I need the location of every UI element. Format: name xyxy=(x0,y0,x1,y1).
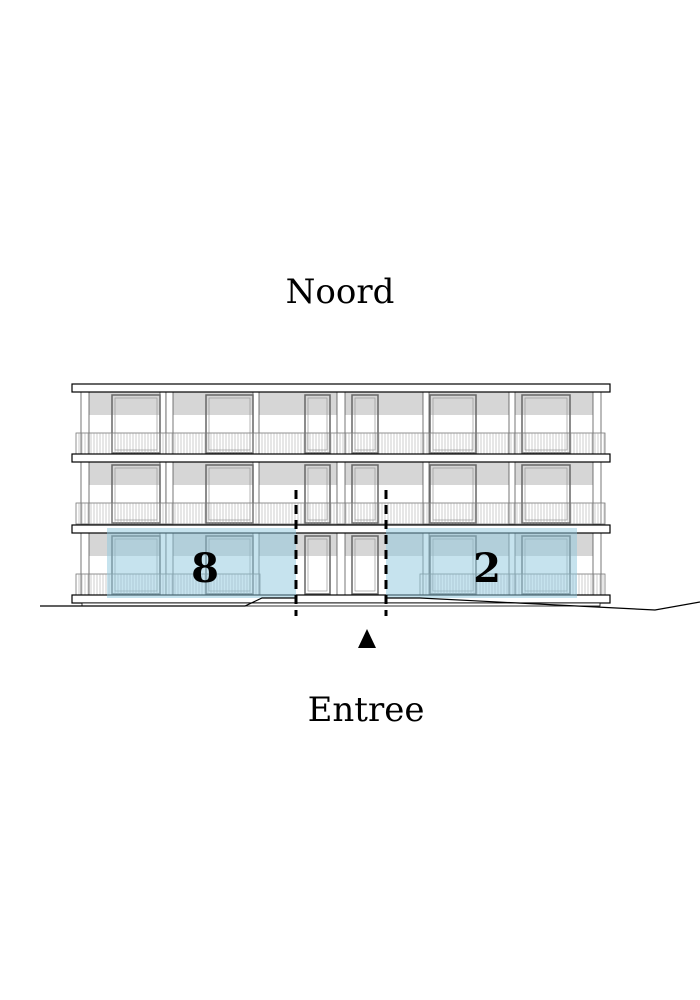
window xyxy=(304,464,331,524)
ground-line-left xyxy=(40,597,296,607)
unit-label-right: 2 xyxy=(473,545,501,592)
unit-label-left: 8 xyxy=(191,545,219,592)
window xyxy=(304,535,331,595)
unit-8-highlight xyxy=(107,528,296,598)
window-pane xyxy=(208,397,251,451)
floor-slab xyxy=(71,453,611,463)
ground-line-right xyxy=(386,597,700,611)
window xyxy=(304,394,331,454)
window-pane xyxy=(354,538,376,592)
window-pane xyxy=(432,467,474,521)
balcony-railing xyxy=(75,502,606,525)
floor-slab xyxy=(71,383,611,393)
column xyxy=(336,461,346,525)
window-pane xyxy=(307,397,328,451)
railing-balusters xyxy=(78,503,605,524)
orientation-label: Noord xyxy=(285,272,395,312)
window-pane xyxy=(524,397,568,451)
railing-balusters xyxy=(78,433,605,454)
column xyxy=(592,461,602,525)
window xyxy=(429,394,477,454)
column xyxy=(592,391,602,455)
window-pane xyxy=(354,397,376,451)
unit-2-highlight xyxy=(386,528,577,598)
entrance-arrow-icon xyxy=(358,629,376,648)
window xyxy=(205,394,254,454)
column xyxy=(336,391,346,455)
window xyxy=(351,464,379,524)
column xyxy=(336,532,346,596)
window xyxy=(205,464,254,524)
window-pane xyxy=(208,467,251,521)
window xyxy=(521,394,571,454)
window-pane xyxy=(524,467,568,521)
window-pane xyxy=(432,397,474,451)
ground-line xyxy=(40,597,700,611)
window xyxy=(521,464,571,524)
entrance-label: Entree xyxy=(307,690,425,730)
foundation xyxy=(81,602,601,607)
window xyxy=(429,464,477,524)
floor-slab xyxy=(71,524,611,534)
window-pane xyxy=(307,538,328,592)
window-pane xyxy=(354,467,376,521)
window xyxy=(351,394,379,454)
window-pane xyxy=(307,467,328,521)
unit-highlights xyxy=(107,528,577,598)
window xyxy=(351,535,379,595)
